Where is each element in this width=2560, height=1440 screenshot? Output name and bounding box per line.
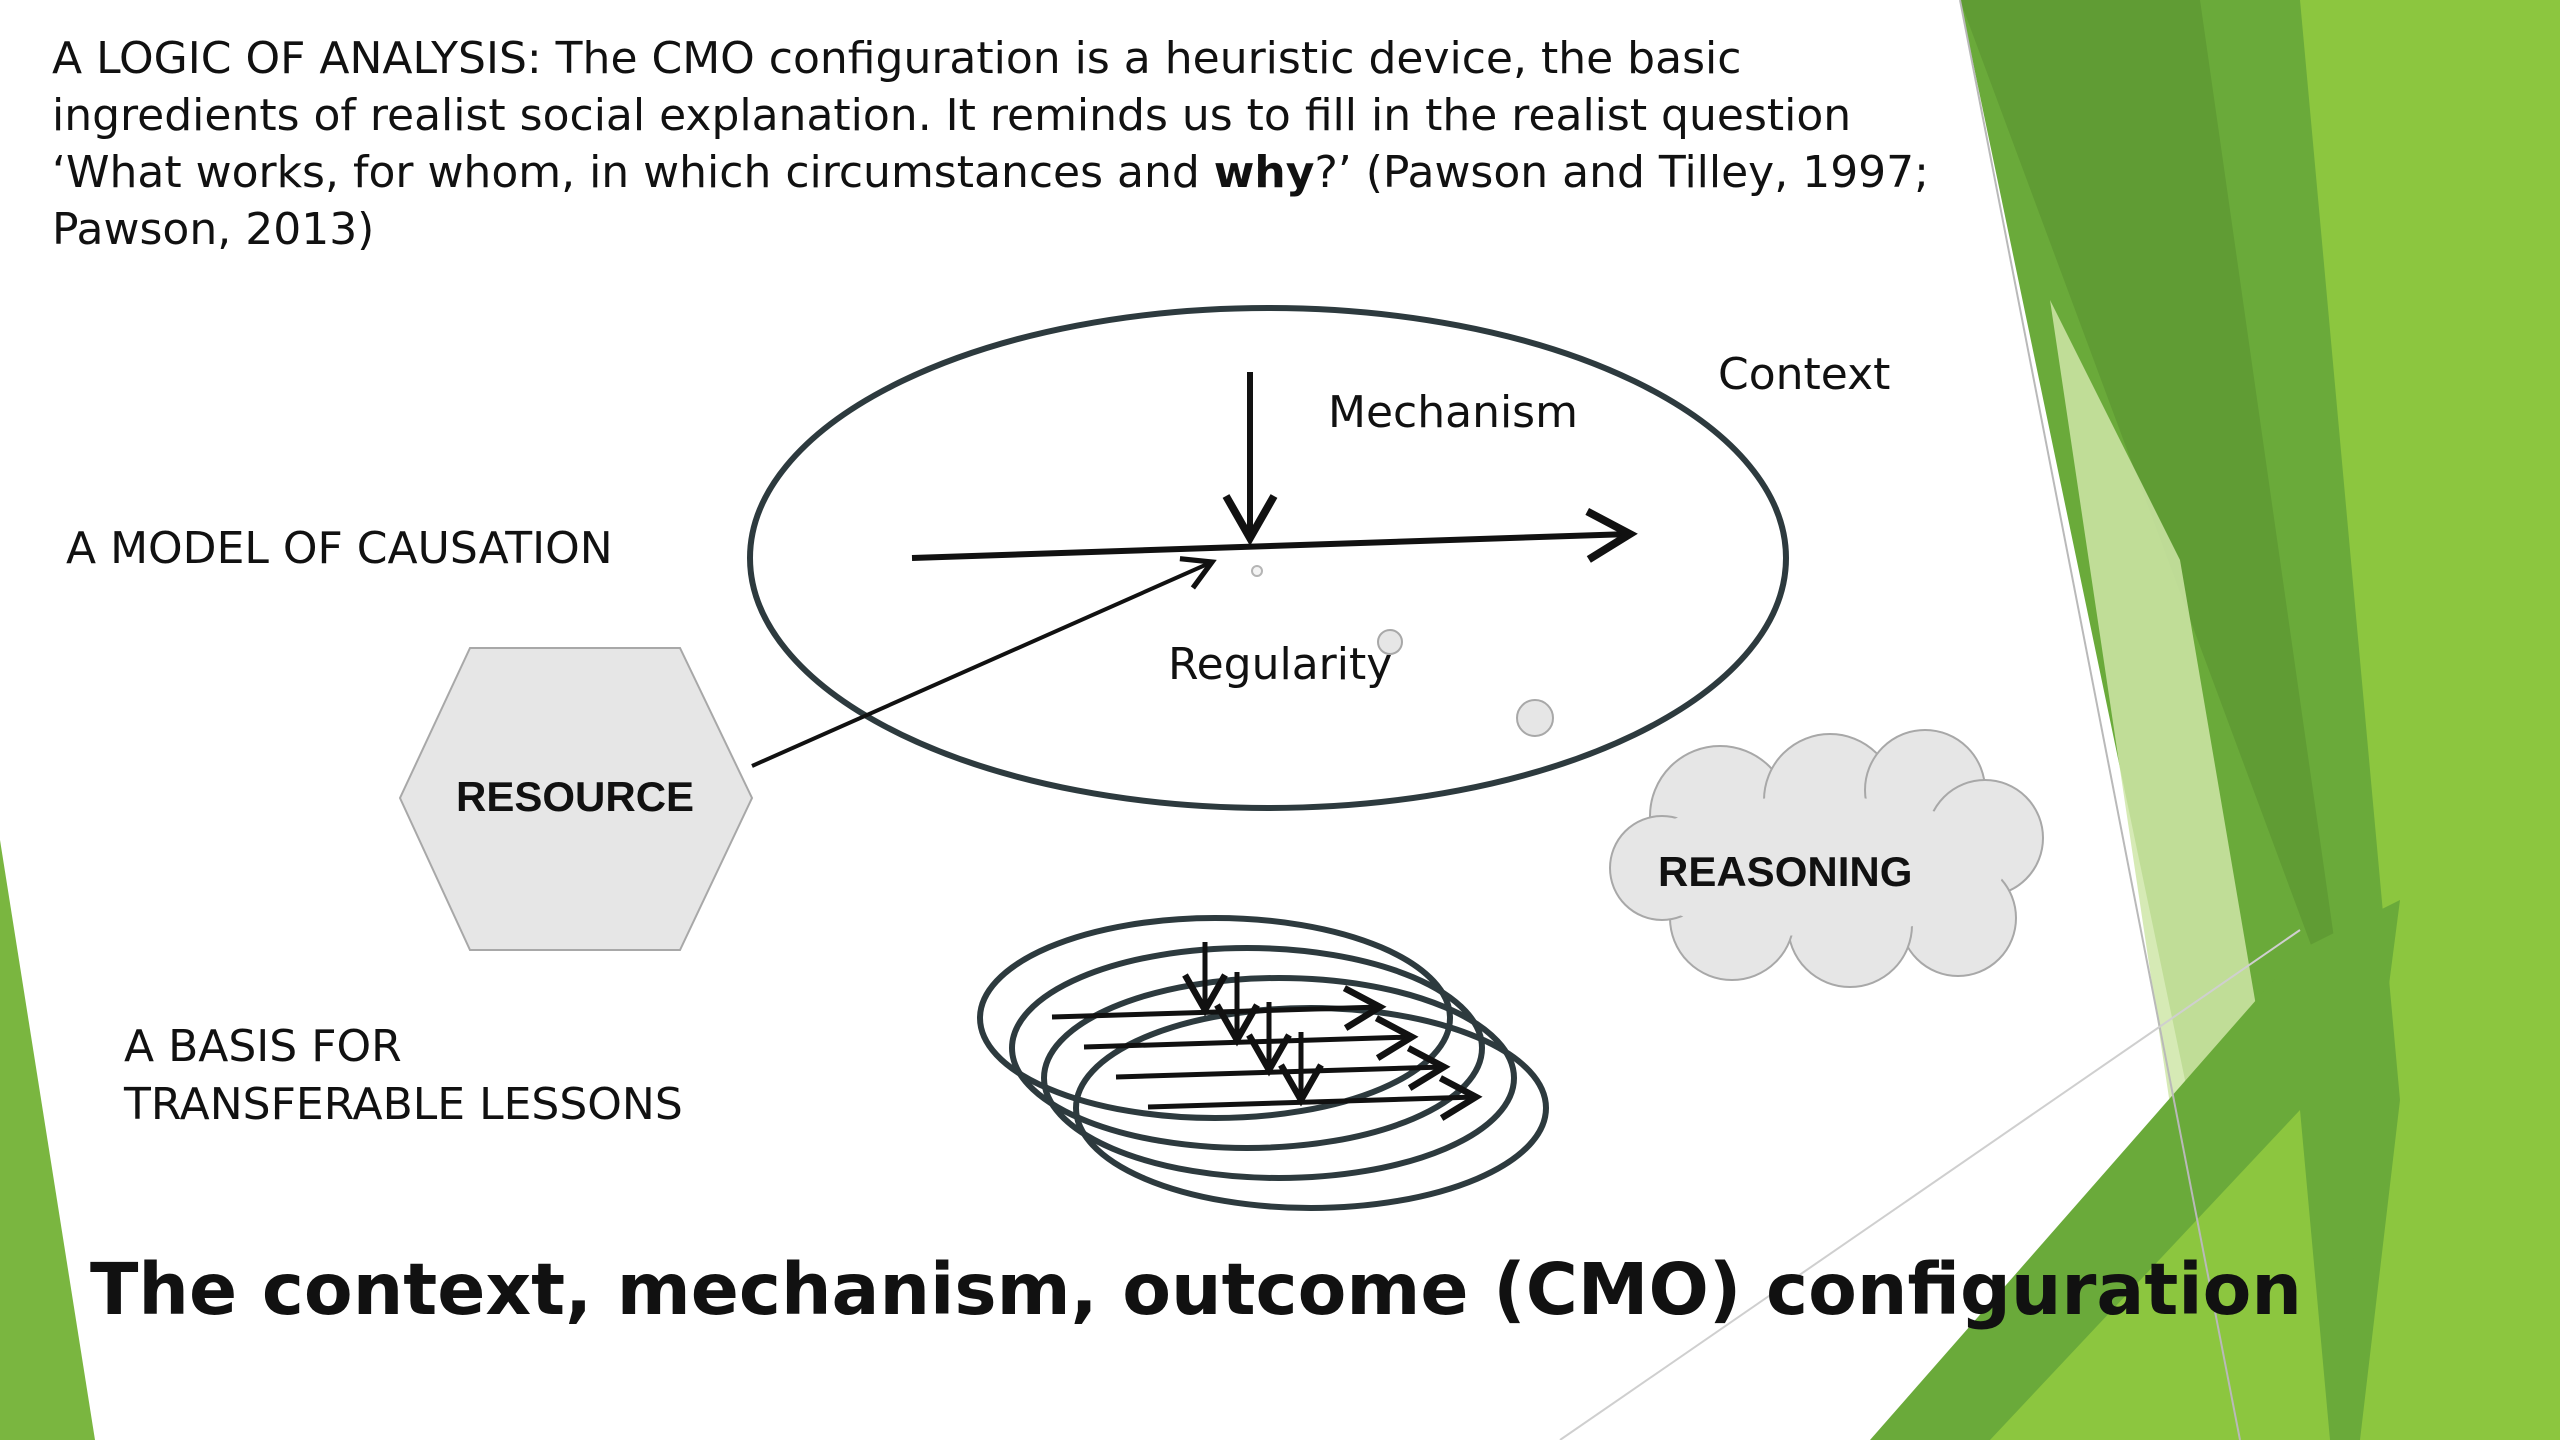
intro-text-part2: ?’ (Pawson and Tilley, 1997; Pawson, 201… <box>52 147 1929 255</box>
regularity-label: Regularity <box>1168 639 1393 690</box>
intro-text-part1: A LOGIC OF ANALYSIS: The CMO configurati… <box>52 33 1852 198</box>
resource-hexagon <box>398 647 754 951</box>
reasoning-label: REASONING <box>1658 848 1913 895</box>
resource-arrow <box>751 556 1217 768</box>
transferable-heading-line1: A BASIS FOR <box>124 1021 402 1072</box>
green-facet-left-edge <box>0 840 95 1440</box>
intro-emphasis-why: why <box>1213 147 1315 198</box>
intro-paragraph: A LOGIC OF ANALYSIS: The CMO configurati… <box>52 30 1952 258</box>
thought-bubble-small <box>1377 629 1403 655</box>
thought-bubble-medium <box>1516 699 1554 737</box>
green-facet-bottom-light <box>1990 1110 2330 1440</box>
causation-heading: A MODEL OF CAUSATION <box>66 523 613 574</box>
thin-diagonal-line <box>1959 0 2241 1440</box>
transferable-heading-line2: TRANSFERABLE LESSONS <box>124 1079 683 1130</box>
reasoning-cloud <box>1609 729 2044 988</box>
slide-title: The context, mechanism, outcome (CMO) co… <box>90 1248 2302 1331</box>
regularity-arrow <box>911 507 1638 563</box>
mechanism-label: Mechanism <box>1328 387 1578 438</box>
thin-diagonal-line-low <box>1559 929 2301 1440</box>
stacked-ellipses <box>977 915 1549 1211</box>
resource-label: RESOURCE <box>456 773 695 820</box>
context-ellipse <box>747 305 1789 811</box>
stacked-arrows <box>1051 942 1483 1121</box>
small-dot <box>1251 565 1263 577</box>
context-label: Context <box>1718 349 1891 400</box>
